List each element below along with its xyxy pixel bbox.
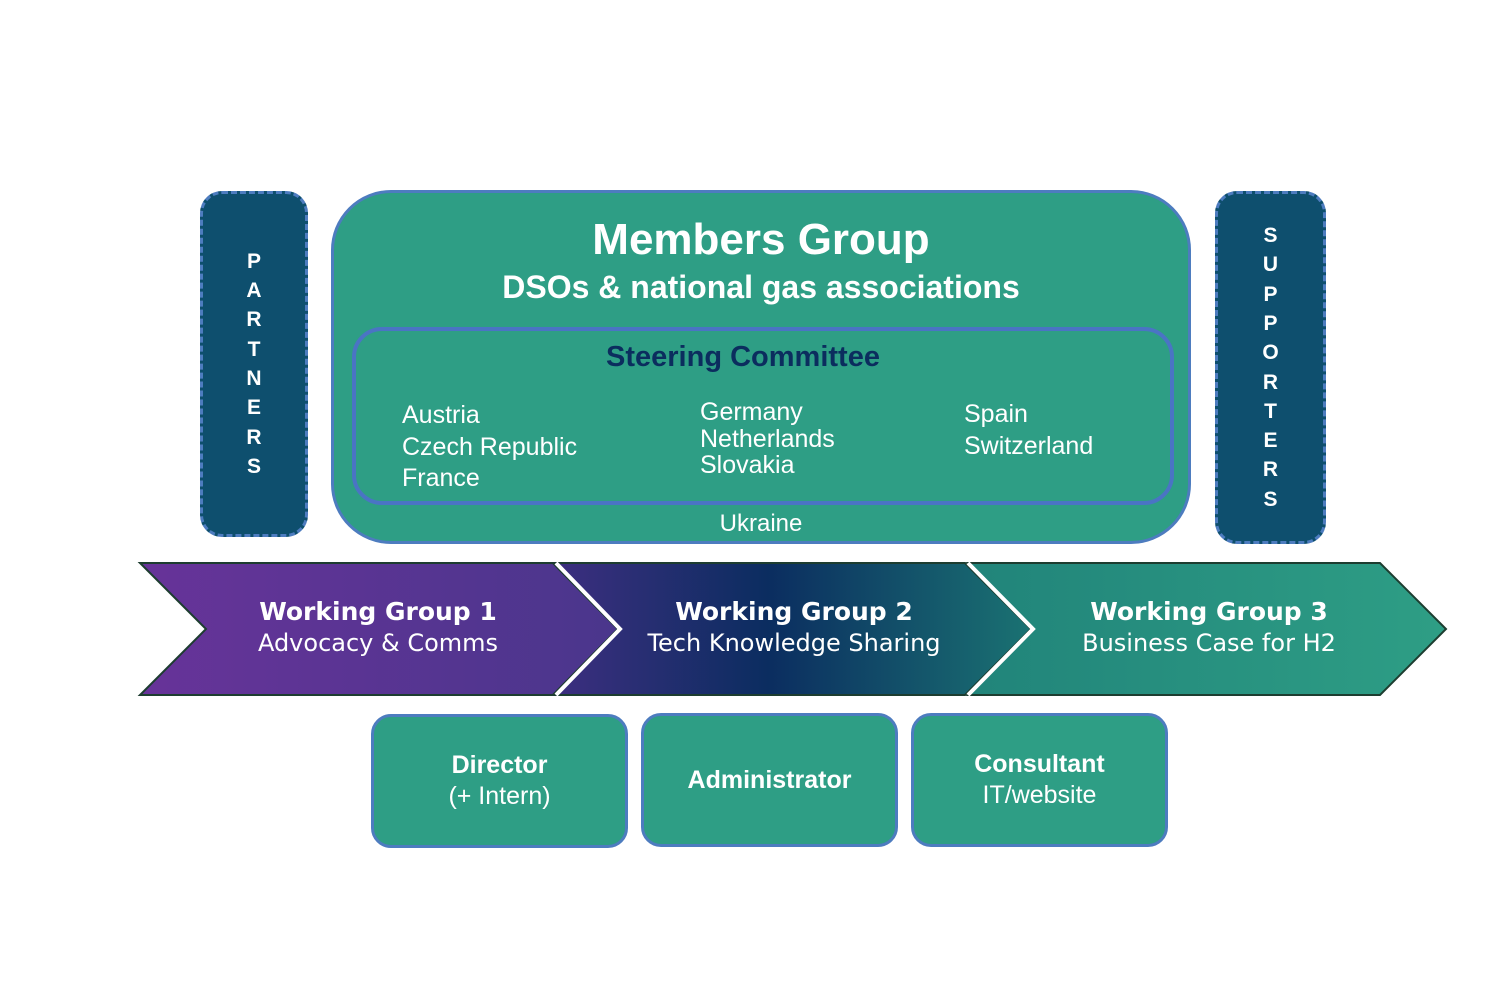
supporters-letter: P [1263, 282, 1278, 306]
members-title: Members Group [592, 215, 930, 264]
country-name: Germany [700, 398, 803, 426]
partners-letter: T [247, 337, 261, 361]
separator-1 [554, 561, 623, 697]
country-name: Netherlands [700, 424, 835, 453]
country-name: Spain [964, 400, 1028, 428]
partners-letter: S [246, 454, 261, 478]
director-box: Director (+ Intern) [371, 714, 628, 848]
wg2-title: Working Group 2 [675, 597, 913, 626]
country-name: Slovakia [700, 451, 795, 479]
supporters-letter: R [1262, 458, 1279, 482]
supporters-letter: R [1262, 370, 1279, 394]
wg1-subtitle: Advocacy & Comms [257, 629, 499, 657]
partners-letter: R [246, 425, 262, 449]
country-name: France [402, 464, 480, 492]
working-group-2: Working Group 2 Tech Knowledge Sharing [584, 596, 1004, 658]
administrator-box: Administrator [641, 713, 898, 847]
consultant-box: Consultant IT/website [911, 713, 1168, 847]
working-group-3: Working Group 3 Business Case for H2 [999, 596, 1419, 658]
supporters-letter: E [1263, 429, 1278, 453]
members-subtitle: DSOs & national gas associations [502, 269, 1020, 305]
partners-letter: E [246, 396, 261, 420]
administrator-title: Administrator [687, 765, 852, 794]
country-name: Switzerland [964, 431, 1094, 460]
supporters-letter: S [1263, 224, 1278, 248]
consultant-subtitle: IT/website [982, 781, 1097, 809]
partners-letter: A [246, 279, 262, 303]
director-subtitle: (+ Intern) [448, 782, 551, 810]
supporters-letter: S [1263, 487, 1278, 511]
separator-2 [966, 561, 1036, 697]
country-name: Czech Republic [402, 432, 578, 461]
wg3-title: Working Group 3 [1090, 597, 1328, 626]
consultant-title: Consultant [974, 750, 1105, 778]
supporters-letter: U [1262, 253, 1279, 277]
partners-letter: R [246, 308, 262, 332]
supporters-letter: T [1264, 399, 1277, 423]
supporters-letter: P [1263, 311, 1278, 335]
members-group-box: Members Group DSOs & national gas associ… [331, 190, 1191, 544]
wg1-title: Working Group 1 [259, 597, 497, 626]
wg2-subtitle: Tech Knowledge Sharing [647, 629, 941, 657]
working-group-1: Working Group 1 Advocacy & Comms [168, 596, 588, 658]
partners-letter: N [246, 367, 262, 390]
ukraine-label: Ukraine [719, 510, 803, 537]
supporters-letter: O [1262, 341, 1279, 365]
director-title: Director [451, 751, 548, 779]
steering-title: Steering Committee [606, 341, 880, 373]
partners-letter: P [246, 249, 261, 273]
country-name: Austria [402, 401, 480, 429]
wg3-subtitle: Business Case for H2 [1082, 629, 1336, 657]
